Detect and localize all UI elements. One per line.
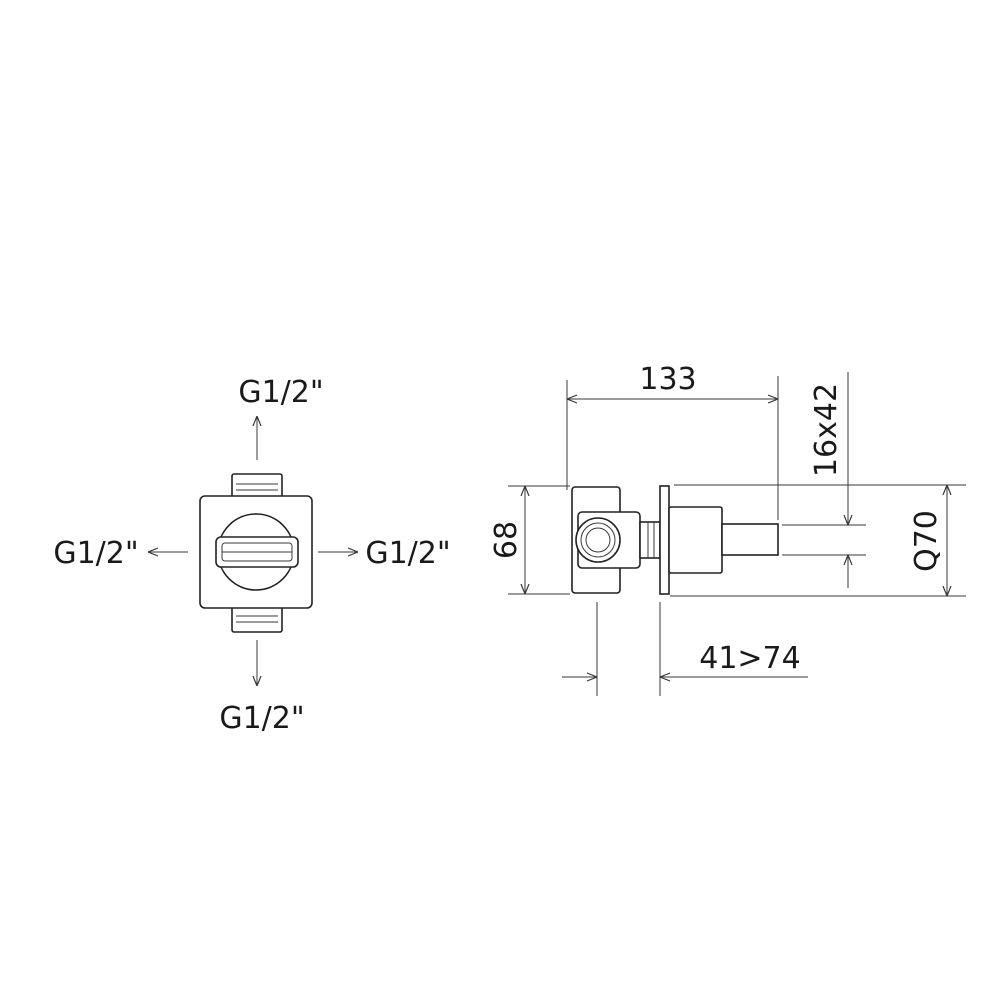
bottom-connector — [231, 605, 283, 633]
port-label-top: G1/2" — [238, 375, 323, 410]
port-label-left: G1/2" — [53, 536, 138, 571]
dim-body-height: 68 — [489, 521, 524, 559]
port-label-bottom: G1/2" — [219, 701, 304, 736]
dim-depth-range: 41>74 — [699, 641, 800, 676]
dim-stem-size: 16x42 — [809, 383, 844, 477]
dim-plate-size: Q70 — [909, 510, 944, 572]
port-label-right: G1/2" — [365, 536, 450, 571]
side-port — [575, 517, 621, 563]
top-connector — [231, 473, 283, 499]
front-view: G1/2" G1/2" G1/2" G1/2" — [53, 375, 450, 736]
cartridge-neck — [639, 521, 661, 559]
wall-plate — [659, 485, 670, 595]
handle-body — [668, 506, 723, 574]
dim-overall-length: 133 — [639, 362, 696, 397]
side-view: 133 68 16x42 Q70 41>74 — [489, 362, 966, 696]
stem — [721, 523, 779, 556]
